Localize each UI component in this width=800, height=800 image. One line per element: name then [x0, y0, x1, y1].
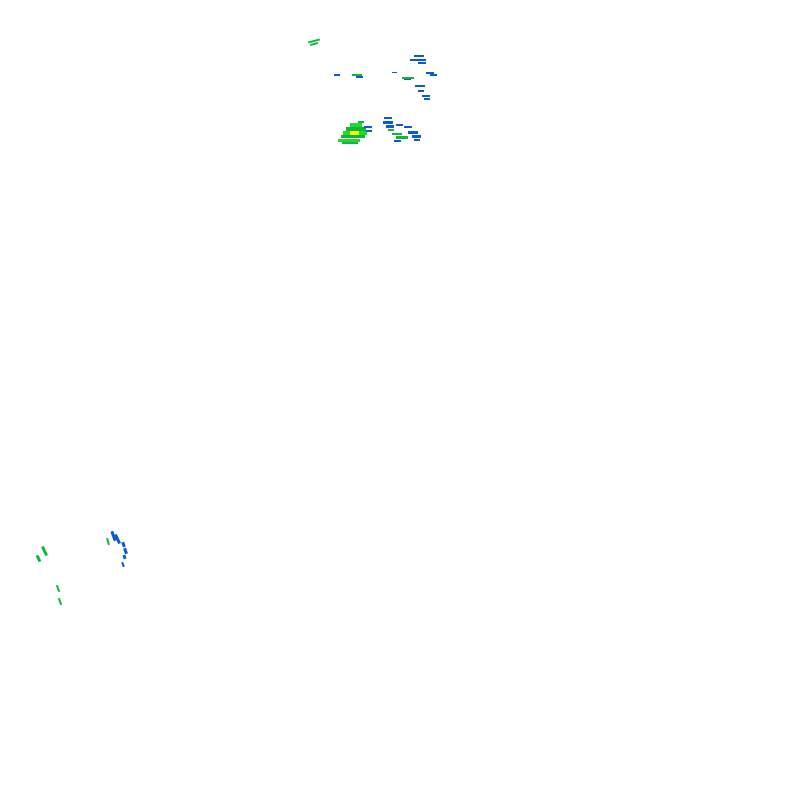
radar-echo-cell: [404, 126, 412, 128]
radar-echo-cell: [383, 121, 393, 124]
radar-echo-cell: [35, 554, 42, 563]
radar-echo-cell: [408, 131, 418, 134]
radar-echo-cell: [392, 133, 402, 135]
radar-echo-cell: [350, 123, 362, 127]
radar-echo-cell: [346, 127, 366, 131]
radar-echo-cell: [415, 85, 425, 87]
radar-echo-cell: [418, 62, 426, 64]
radar-echo-cell: [426, 72, 434, 74]
radar-echo-cell: [412, 135, 421, 138]
radar-echo-cell: [121, 541, 126, 548]
radar-echo-cell: [41, 545, 48, 557]
radar-echo-cell: [334, 74, 340, 76]
radar-echo-cell: [338, 139, 360, 142]
radar-echo-cell: [430, 74, 437, 76]
radar-echo-cell: [110, 530, 117, 542]
radar-echo-cell: [114, 533, 121, 545]
radar-echo-cell: [392, 72, 397, 73]
radar-echo-cell: [122, 554, 127, 560]
radar-echo-cell: [55, 584, 61, 593]
radar-echo-cell: [424, 98, 430, 100]
southwest-echo-cluster: [35, 530, 128, 606]
radar-echo-cell: [352, 74, 362, 76]
radar-echo-cell: [342, 142, 358, 144]
north-echo-cluster: [307, 38, 437, 144]
radar-echo-cell: [414, 139, 420, 141]
radar-echo-cell: [57, 597, 63, 606]
radar-echo-cell: [307, 38, 321, 44]
radar-echo-cell: [106, 537, 110, 546]
radar-echo-cell: [410, 59, 426, 61]
radar-echo-cell: [309, 41, 319, 47]
radar-echo-cell: [364, 126, 372, 128]
radar-echo-cell: [384, 117, 392, 119]
radar-echo-cell: [366, 130, 372, 132]
radar-echo-cell: [386, 125, 394, 128]
radar-echo-cell: [394, 140, 401, 142]
radar-echo-cell: [402, 77, 414, 79]
radar-echo-cell: [396, 124, 403, 126]
radar-echo-core: [350, 131, 359, 136]
radar-echo-cell: [414, 55, 424, 57]
radar-echo-cell: [121, 561, 125, 568]
radar-echo-cell: [418, 90, 424, 92]
radar-echo-cell: [396, 136, 408, 139]
radar-echo-cell: [356, 76, 363, 78]
radar-echo-cell: [123, 547, 128, 555]
radar-echo-cell: [404, 79, 411, 80]
radar-echo-cell: [422, 95, 430, 97]
radar-echo-cell: [341, 135, 365, 138]
radar-echo-cell: [388, 129, 394, 131]
radar-echo-cell: [358, 121, 364, 123]
